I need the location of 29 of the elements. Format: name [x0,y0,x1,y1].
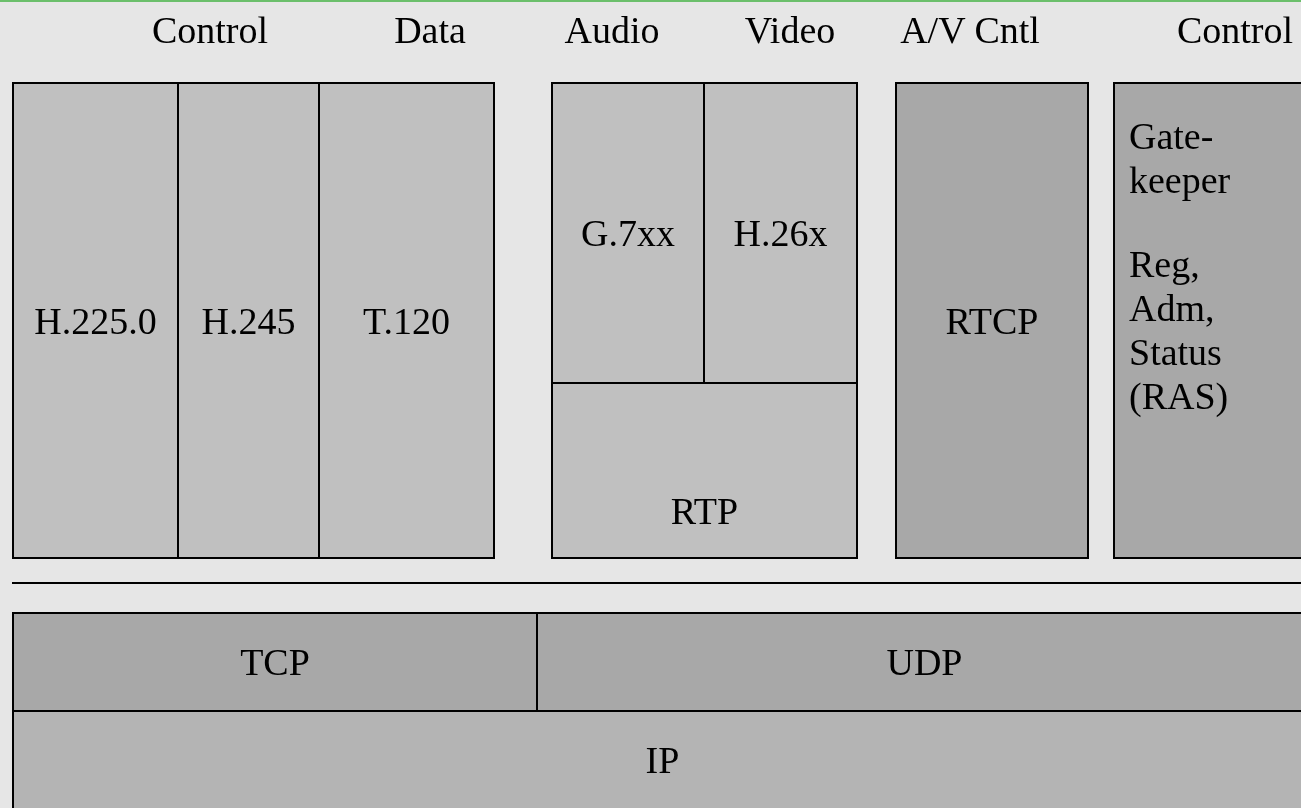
protocol-label: TCP [240,640,310,684]
column-heading: Audio [564,8,660,52]
protocol-box [551,382,858,559]
protocol-label: H.245 [201,298,296,343]
column-heading: Control [1176,8,1294,52]
protocol-label: RTCP [945,298,1039,343]
protocol-box [12,710,1301,808]
protocol-box [177,82,320,559]
protocol-label: H.225.0 [34,298,157,343]
protocol-box [12,612,538,712]
protocol-label: T.120 [363,298,450,343]
protocol-label: Gate-keeper [1129,114,1232,202]
protocol-label: RTP [670,488,739,533]
protocol-label: UDP [886,640,963,684]
function-text: Reg, Adm, Status (RAS) [1129,242,1230,418]
protocol-box [703,82,858,384]
column-heading: Control [151,8,269,52]
protocol-box [551,82,705,384]
column-heading: Data [394,8,466,52]
protocol-label: H.26x [733,211,828,255]
protocol-label: G.7xx [581,211,675,255]
protocol-box [895,82,1089,559]
protocol-box [318,82,495,559]
column-heading: Video [744,8,836,52]
column-heading: A/V Cntl [900,8,1040,52]
protocol-box [1113,82,1301,559]
protocol-label: IP [645,738,680,782]
protocol-box [536,612,1301,712]
protocol-box [12,82,179,559]
